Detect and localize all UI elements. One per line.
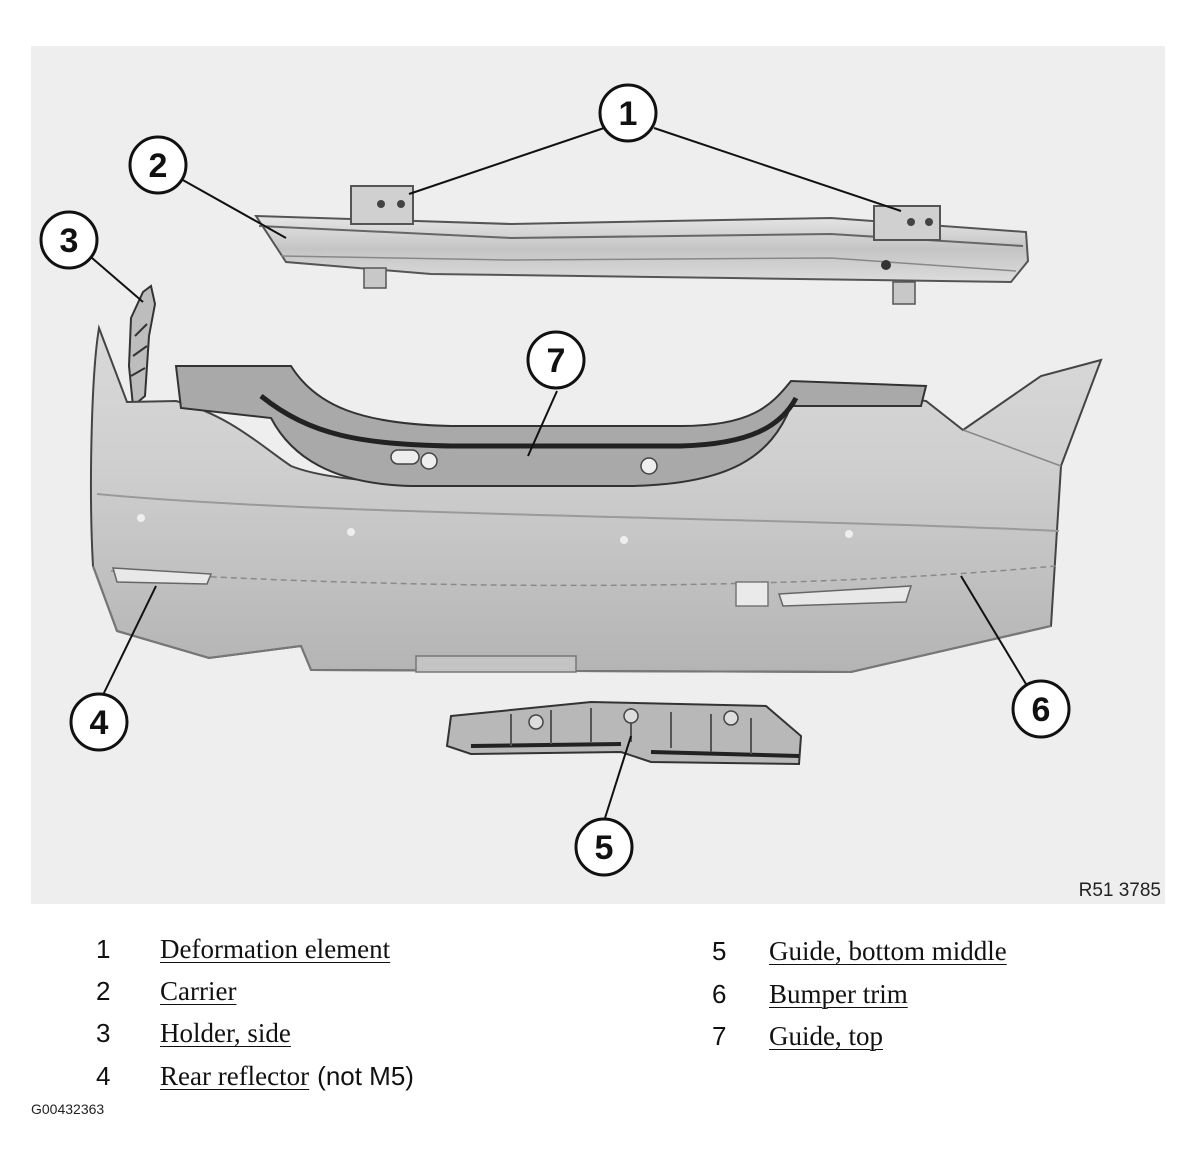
legend-number: 5 bbox=[712, 936, 727, 966]
side-holder-part bbox=[127, 284, 157, 408]
callout-1-label: 1 bbox=[619, 95, 638, 133]
legend-number: 6 bbox=[712, 979, 727, 1009]
carrier-part bbox=[254, 185, 1030, 305]
callout-5: 5 bbox=[574, 817, 634, 877]
exploded-view-figure: 1 2 3 7 4 6 5 R51 3785 bbox=[31, 46, 1165, 904]
callout-6: 6 bbox=[1011, 679, 1071, 739]
callout-4: 4 bbox=[69, 692, 129, 752]
figure-code: R51 3785 bbox=[1078, 880, 1161, 901]
callout-3-label: 3 bbox=[60, 222, 79, 260]
legend-number: 2 bbox=[96, 976, 111, 1006]
callout-5-label: 5 bbox=[595, 829, 614, 867]
legend-link-carrier[interactable]: Carrier bbox=[160, 976, 237, 1006]
callout-7-label: 7 bbox=[547, 342, 566, 380]
rear-reflector-left bbox=[111, 567, 213, 585]
leader-lines bbox=[91, 127, 1027, 819]
legend-link-rear-reflector[interactable]: Rear reflector bbox=[160, 1061, 310, 1091]
legend-link-bumper-trim[interactable]: Bumper trim bbox=[769, 979, 908, 1009]
bumper-illustration: 1 2 3 7 4 6 5 bbox=[39, 83, 1103, 877]
callout-2: 2 bbox=[128, 135, 188, 195]
rear-reflector-right bbox=[777, 585, 913, 607]
guide-bottom-middle-part bbox=[445, 700, 803, 766]
legend-link-deformation-element[interactable]: Deformation element bbox=[160, 934, 391, 964]
callout-4-label: 4 bbox=[90, 704, 109, 742]
callout-2-label: 2 bbox=[149, 147, 168, 185]
callout-1: 1 bbox=[598, 83, 658, 143]
legend-number: 4 bbox=[96, 1061, 111, 1091]
legend-note: (not M5) bbox=[317, 1061, 414, 1091]
callout-6-label: 6 bbox=[1032, 691, 1051, 729]
legend-link-holder-side[interactable]: Holder, side bbox=[160, 1018, 291, 1048]
callout-3: 3 bbox=[39, 210, 99, 270]
document-id: G00432363 bbox=[31, 1101, 105, 1117]
legend-number: 7 bbox=[712, 1021, 727, 1051]
legend-link-guide-top[interactable]: Guide, top bbox=[769, 1021, 883, 1051]
legend-number: 1 bbox=[96, 934, 111, 964]
callout-7: 7 bbox=[526, 330, 586, 390]
legend-number: 3 bbox=[96, 1018, 111, 1048]
bumper-trim-part bbox=[90, 324, 1103, 674]
legend-link-guide-bottom-middle[interactable]: Guide, bottom middle bbox=[769, 936, 1007, 966]
